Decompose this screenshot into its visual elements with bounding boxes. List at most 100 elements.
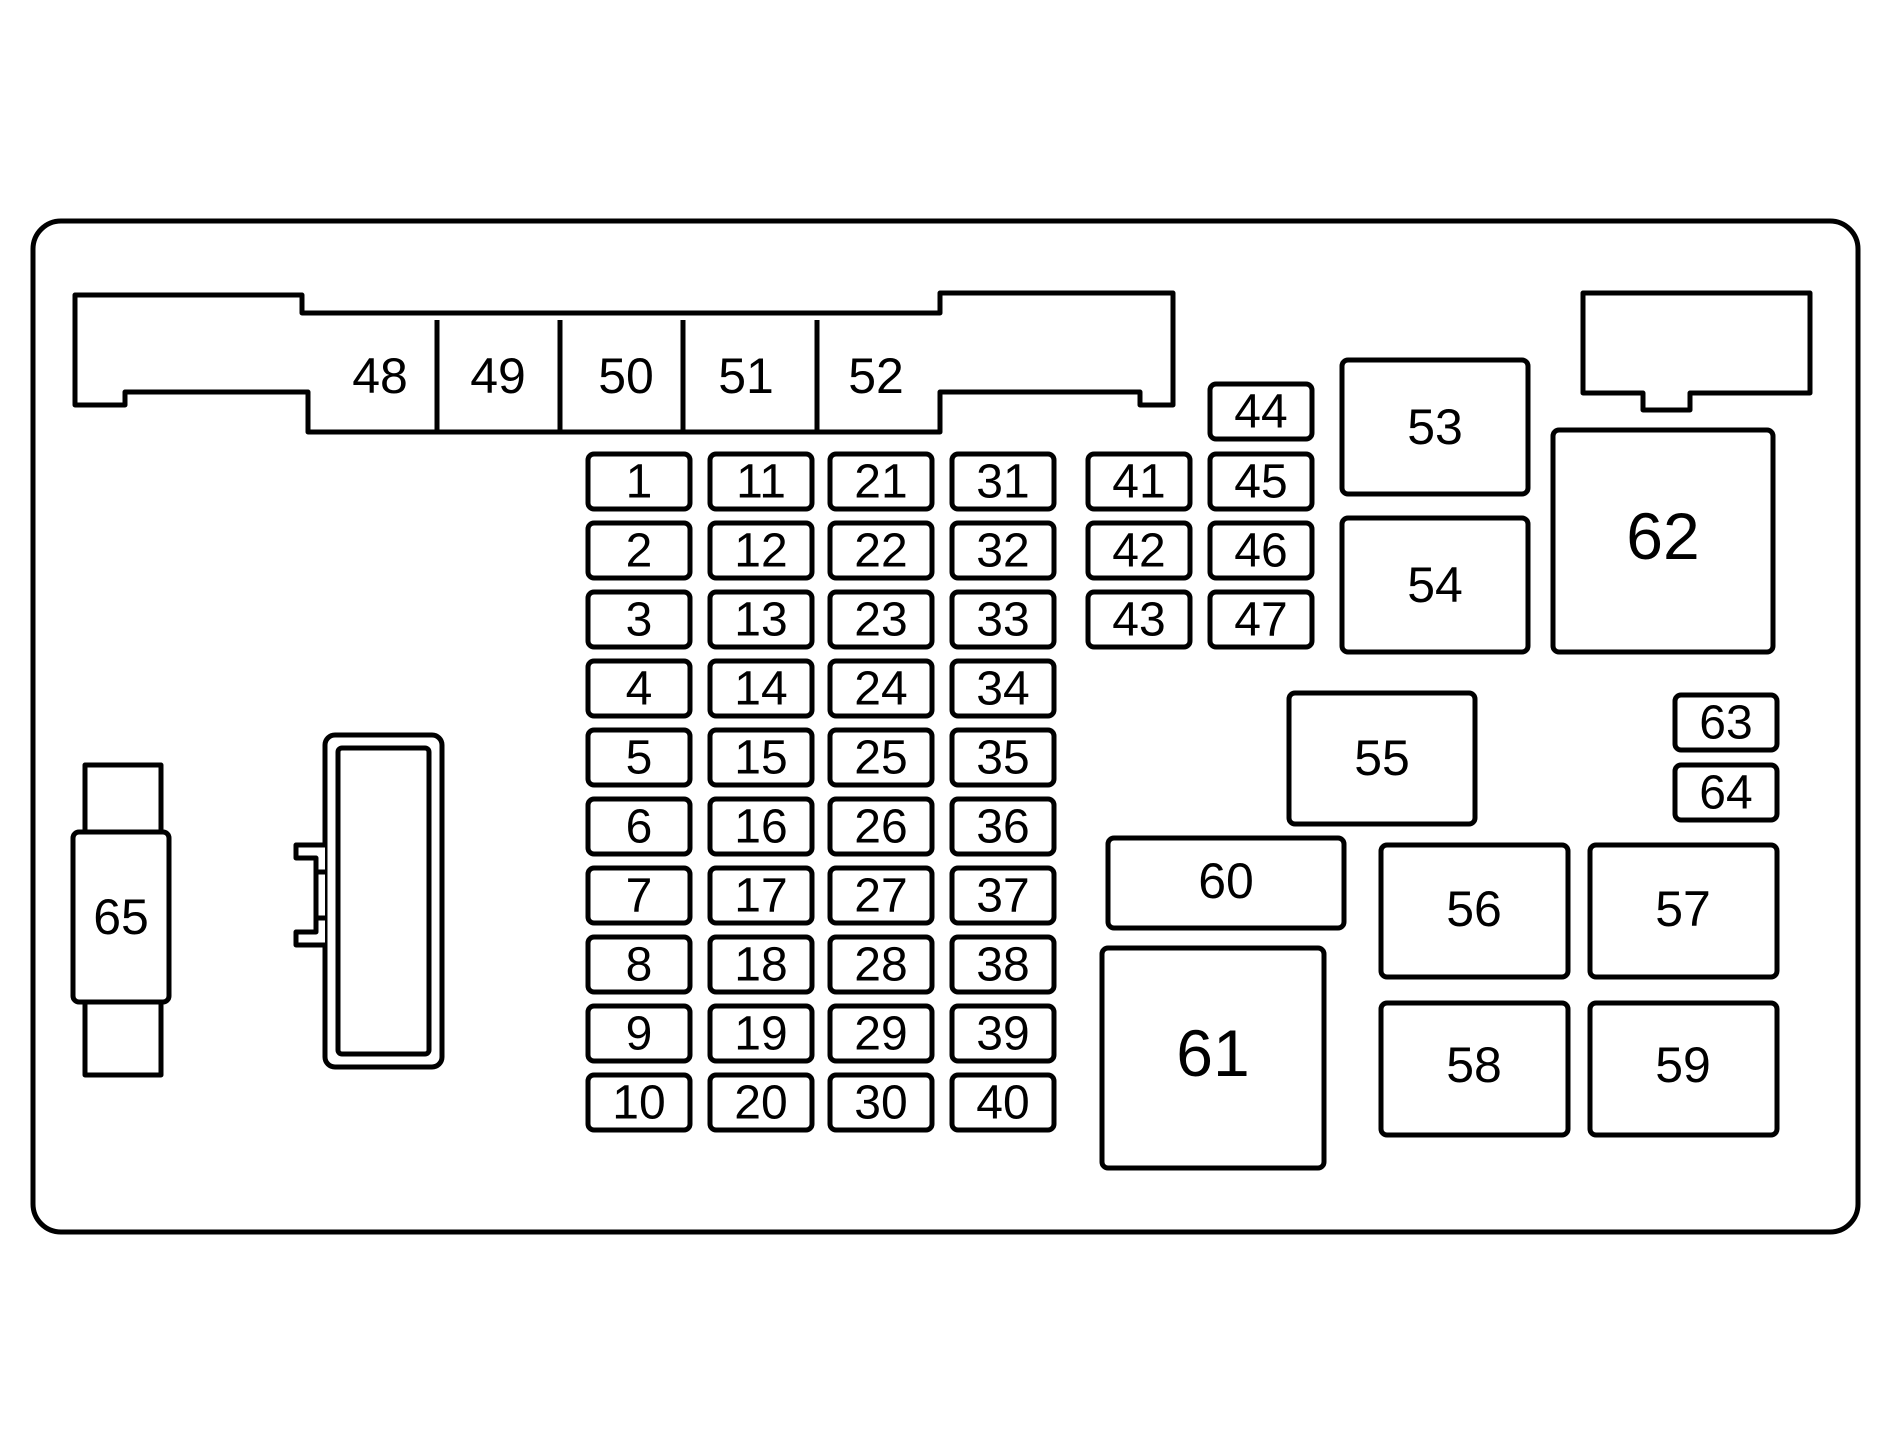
fuse-38 xyxy=(949,934,1057,995)
fuse-29 xyxy=(827,1003,935,1064)
fuse-label-65: 65 xyxy=(93,889,149,945)
fuse-label-14: 14 xyxy=(734,663,787,716)
fuse-44 xyxy=(1207,381,1315,442)
connector-inner xyxy=(335,745,432,1057)
fuse-label-20: 20 xyxy=(734,1077,787,1130)
fuse-label-13: 13 xyxy=(734,594,787,647)
fuse-17 xyxy=(707,865,815,926)
fuse-label-5: 5 xyxy=(626,732,653,785)
fuse-16 xyxy=(707,796,815,857)
fuse-25 xyxy=(827,727,935,788)
fuse-column-1: 1 2 3 4 5 6 7 8 9 10 xyxy=(585,451,693,1133)
fuse-label-43: 43 xyxy=(1112,594,1165,647)
fuse-label-10: 10 xyxy=(612,1077,665,1130)
fuse-label-49: 49 xyxy=(470,348,526,404)
relay-label-53: 53 xyxy=(1407,399,1463,455)
fuse-label-45: 45 xyxy=(1234,456,1287,509)
relay-59 xyxy=(1587,1000,1780,1138)
connector xyxy=(293,732,445,1070)
fuse-37 xyxy=(949,865,1057,926)
relay-62 xyxy=(1550,427,1776,655)
fuse-65-bottom-terminal xyxy=(82,997,164,1078)
relay-label-56: 56 xyxy=(1446,881,1502,937)
fuse-label-29: 29 xyxy=(854,1008,907,1061)
fuse-4 xyxy=(585,658,693,719)
fuse-label-44: 44 xyxy=(1234,386,1287,439)
fuse-33 xyxy=(949,589,1057,650)
fuse-label-41: 41 xyxy=(1112,456,1165,509)
fuse-label-15: 15 xyxy=(734,732,787,785)
fuse-64 xyxy=(1672,762,1780,823)
fuse-label-1: 1 xyxy=(626,456,653,509)
fuse-46 xyxy=(1207,520,1315,581)
fuse-label-36: 36 xyxy=(976,801,1029,854)
fuse-13 xyxy=(707,589,815,650)
fuse-40 xyxy=(949,1072,1057,1133)
fuse-30 xyxy=(827,1072,935,1133)
fuse-label-47: 47 xyxy=(1234,594,1287,647)
fuse-label-8: 8 xyxy=(626,939,653,992)
fuse-label-7: 7 xyxy=(626,870,653,923)
relay-label-55: 55 xyxy=(1354,730,1410,786)
fuse-label-22: 22 xyxy=(854,525,907,578)
relay-58 xyxy=(1378,1000,1571,1138)
fuse-41 xyxy=(1085,451,1193,512)
fuse-label-35: 35 xyxy=(976,732,1029,785)
fuse-10 xyxy=(585,1072,693,1133)
fuse-14 xyxy=(707,658,815,719)
relay-53 xyxy=(1339,357,1531,497)
fuse-35 xyxy=(949,727,1057,788)
relay-label-61: 61 xyxy=(1176,1016,1249,1090)
relay-label-57: 57 xyxy=(1655,881,1711,937)
maxi-fuse-65: 65 xyxy=(70,762,172,1078)
relay-housing-tab xyxy=(1580,290,1813,413)
fuse-label-42: 42 xyxy=(1112,525,1165,578)
fuse-label-50: 50 xyxy=(598,348,654,404)
fuse-label-18: 18 xyxy=(734,939,787,992)
fuse-63 xyxy=(1672,692,1780,753)
fuse-5 xyxy=(585,727,693,788)
fuse-32 xyxy=(949,520,1057,581)
fuse-label-24: 24 xyxy=(854,663,907,716)
fuse-12 xyxy=(707,520,815,581)
fuse-label-9: 9 xyxy=(626,1008,653,1061)
fuse-7 xyxy=(585,865,693,926)
bus-bar-housing xyxy=(72,290,1176,435)
relay-57 xyxy=(1587,842,1780,980)
relay-label-60: 60 xyxy=(1198,853,1254,909)
fuse-23 xyxy=(827,589,935,650)
fuse-24 xyxy=(827,658,935,719)
fuse-label-46: 46 xyxy=(1234,525,1287,578)
fuse-label-33: 33 xyxy=(976,594,1029,647)
relay-54 xyxy=(1339,515,1531,655)
fuse-label-4: 4 xyxy=(626,663,653,716)
relay-55 xyxy=(1286,690,1478,827)
relay-60 xyxy=(1105,835,1347,931)
relay-label-54: 54 xyxy=(1407,557,1463,613)
fuse-label-12: 12 xyxy=(734,525,787,578)
fuse-label-63: 63 xyxy=(1699,697,1752,750)
fuse-21 xyxy=(827,451,935,512)
fuse-47 xyxy=(1207,589,1315,650)
fuse-label-40: 40 xyxy=(976,1077,1029,1130)
fuse-label-6: 6 xyxy=(626,801,653,854)
fuse-label-21: 21 xyxy=(854,456,907,509)
fuse-label-11: 11 xyxy=(736,456,786,509)
fuse-label-27: 27 xyxy=(854,870,907,923)
fuse-label-16: 16 xyxy=(734,801,787,854)
fuse-26 xyxy=(827,796,935,857)
fuse-34 xyxy=(949,658,1057,719)
fuse-label-37: 37 xyxy=(976,870,1029,923)
fuse-36 xyxy=(949,796,1057,857)
fuse-label-32: 32 xyxy=(976,525,1029,578)
fuse-label-28: 28 xyxy=(854,939,907,992)
fuse-45 xyxy=(1207,451,1315,512)
fuse-label-2: 2 xyxy=(626,525,653,578)
fuse-label-17: 17 xyxy=(734,870,787,923)
relay-label-62: 62 xyxy=(1626,499,1699,573)
fuse-column-2: 11 12 13 14 15 16 17 18 19 20 xyxy=(707,451,815,1133)
fuse-label-64: 64 xyxy=(1699,767,1752,820)
fuse-8 xyxy=(585,934,693,995)
fuse-label-34: 34 xyxy=(976,663,1029,716)
fuse-65-top-terminal xyxy=(82,762,164,840)
